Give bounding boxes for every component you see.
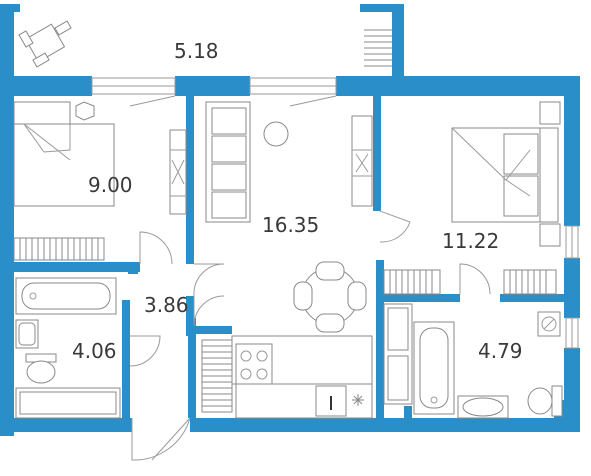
sink-right-icon	[457, 395, 509, 419]
radiator-2-icon	[351, 115, 373, 207]
bathroom-left-furniture	[15, 277, 121, 419]
stove-icon	[235, 343, 273, 385]
bathtub-right-icon	[413, 321, 455, 415]
area-labels: 5.18 9.00 16.35 11.22 3.86 4.06 4.79	[72, 39, 523, 363]
nightstand-right-bottom-icon	[539, 223, 561, 247]
wardrobe-right-hatch	[383, 269, 557, 295]
bathroom-right-furniture	[383, 303, 563, 419]
sink-icon	[315, 385, 347, 417]
bathtub-icon	[15, 277, 117, 315]
balcony-table-icon	[18, 20, 72, 68]
wardrobe-hatch	[13, 237, 105, 261]
area-label-bathroom-left: 4.06	[72, 339, 117, 363]
doors	[129, 210, 491, 461]
area-label-bedroom-left: 9.00	[88, 173, 133, 197]
living-kitchen-furniture	[201, 101, 373, 419]
area-label-balcony: 5.18	[174, 39, 219, 63]
walls	[0, 4, 580, 436]
bedroom-right-furniture	[383, 101, 561, 295]
bedroom-left-furniture	[13, 101, 187, 261]
toilet-icon	[25, 353, 57, 384]
nightstand-icon	[75, 101, 95, 121]
toilet-right-icon	[527, 385, 563, 417]
washing-machine-icon	[15, 387, 121, 419]
area-label-hallway: 3.86	[144, 293, 189, 317]
bed-headboard-icon	[13, 101, 71, 125]
radiator-icon	[169, 129, 187, 215]
dining-table-icon	[293, 261, 367, 333]
balcony	[18, 20, 392, 68]
armchair-icon	[263, 121, 289, 147]
area-label-bathroom-right: 4.79	[478, 339, 523, 363]
washer-stack-icon	[383, 303, 413, 405]
double-bed-icon	[451, 127, 559, 223]
hallway-wardrobe-hatch	[201, 339, 233, 413]
kitchen-counter	[231, 335, 373, 419]
nightstand-right-top-icon	[539, 101, 561, 125]
boiler-icon	[537, 311, 561, 337]
bed-icon	[13, 123, 115, 207]
windows	[91, 77, 579, 349]
area-label-bedroom-right: 11.22	[442, 229, 499, 253]
balcony-hatch	[364, 29, 392, 67]
sofa-icon	[205, 101, 251, 223]
area-label-living-kitchen: 16.35	[262, 213, 319, 237]
hood-vent-icon	[352, 394, 364, 406]
washbasin-icon	[15, 319, 39, 349]
